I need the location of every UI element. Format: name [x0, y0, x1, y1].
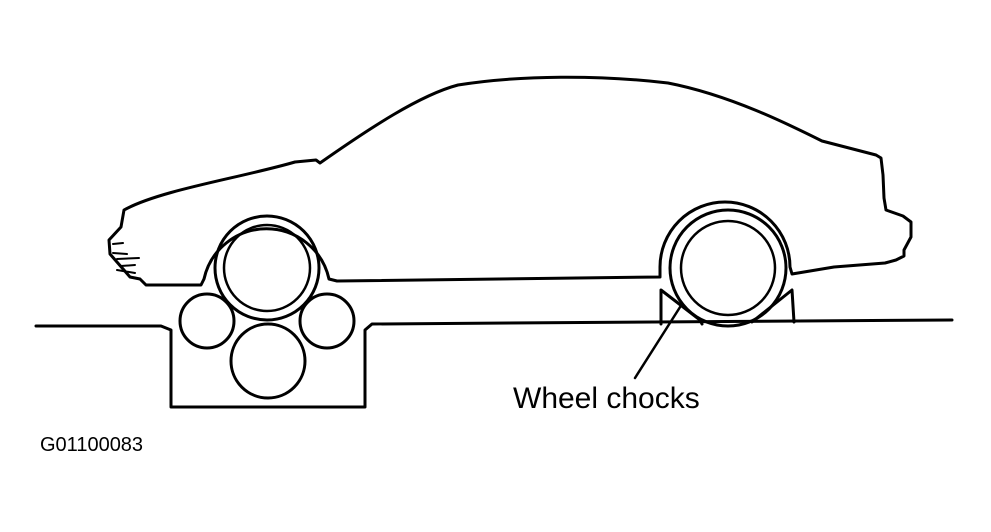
- pit-roller-left: [178, 292, 236, 350]
- ground-with-pit: [34, 318, 954, 409]
- front-grille-detail: [112, 242, 140, 274]
- front-rim: [222, 223, 312, 313]
- pit-roller-right: [298, 292, 356, 350]
- chock-leader-line: [633, 302, 684, 380]
- rear-rim: [679, 219, 777, 317]
- wheel-chock-rear: [750, 288, 796, 324]
- rear-tire: [668, 208, 788, 328]
- front-tire: [213, 214, 321, 322]
- wheel-chocks-label: Wheel chocks: [513, 382, 700, 415]
- car-body-outline: [107, 75, 913, 287]
- figure-id: G01100083: [40, 434, 144, 456]
- pit-roller-center: [229, 322, 307, 400]
